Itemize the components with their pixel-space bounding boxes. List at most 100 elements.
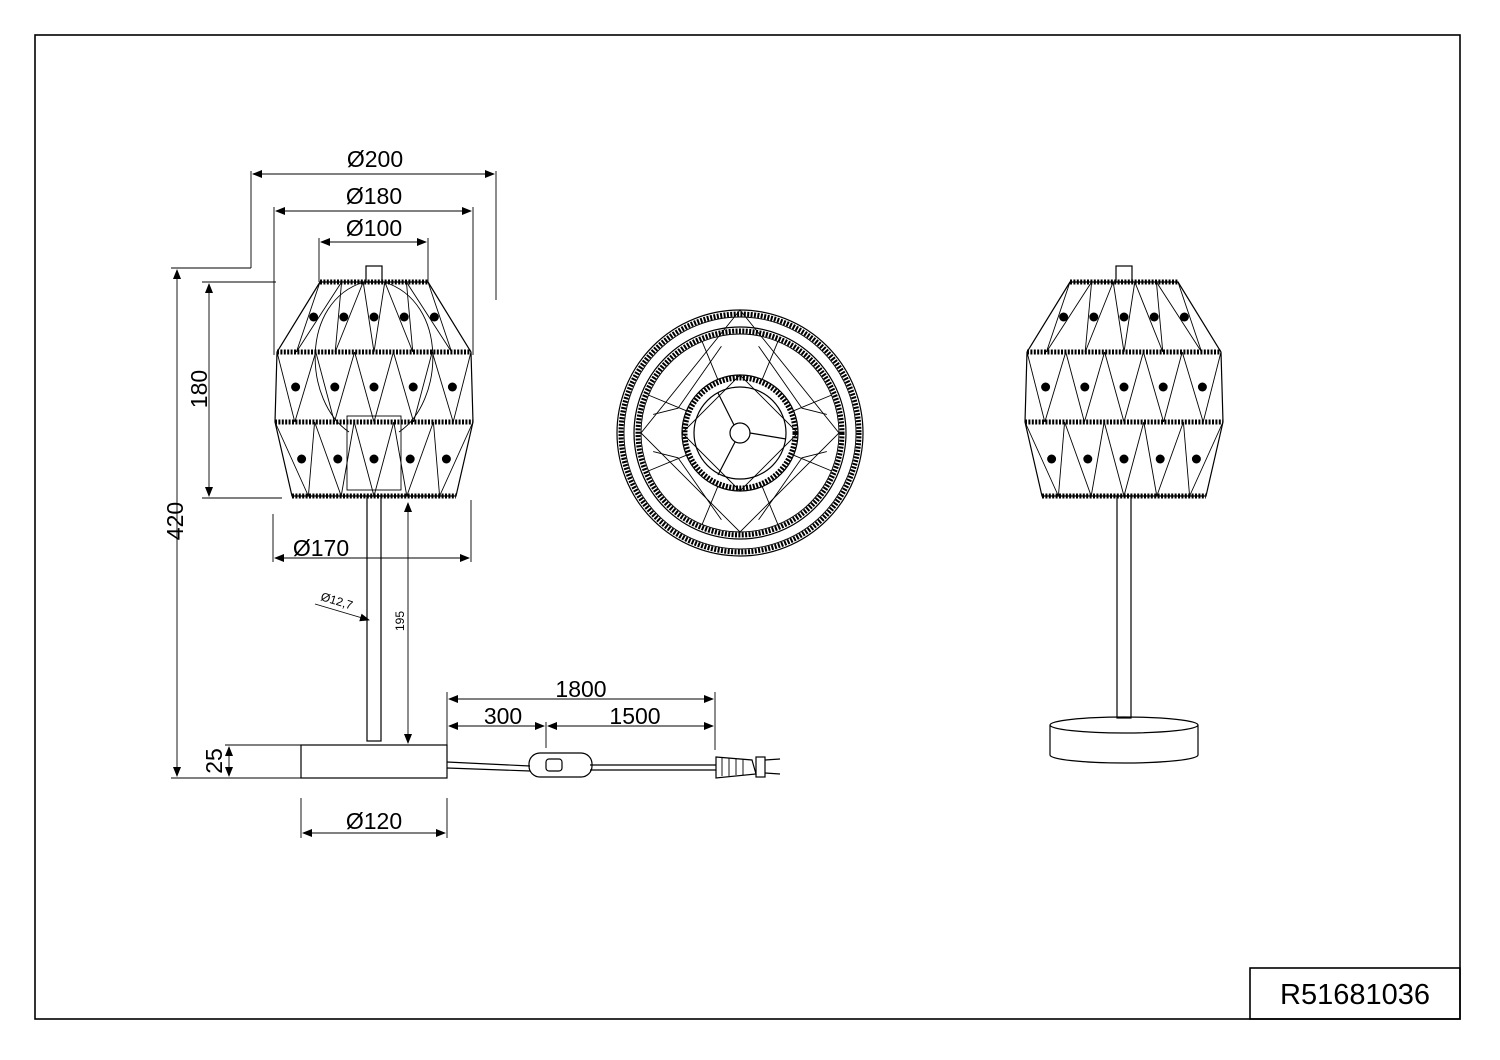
svg-text:1500: 1500 bbox=[609, 703, 660, 729]
lamp-holder bbox=[346, 415, 402, 491]
bulb-outline bbox=[383, 281, 434, 433]
lattice-wire bbox=[276, 351, 296, 423]
lattice-wire bbox=[427, 281, 453, 353]
lattice-wire bbox=[1104, 351, 1125, 423]
lattice-wire bbox=[1202, 351, 1222, 423]
crystal-bead bbox=[369, 312, 379, 322]
top-lattice bbox=[653, 451, 722, 521]
lamp-front-drawing bbox=[1024, 265, 1224, 764]
lamp-rod bbox=[1116, 495, 1132, 719]
lattice-wire bbox=[1045, 281, 1071, 353]
top-lattice bbox=[758, 345, 827, 415]
crystal-bead bbox=[447, 382, 457, 392]
lattice-wire bbox=[1189, 421, 1224, 497]
lattice-wire bbox=[340, 421, 355, 497]
crystal-bead bbox=[333, 454, 343, 464]
lattice-wire bbox=[1103, 421, 1125, 497]
top-lattice bbox=[681, 374, 799, 492]
crystal-bead bbox=[1080, 382, 1090, 392]
crystal-bead bbox=[1059, 312, 1069, 322]
lattice-wire bbox=[1057, 421, 1066, 497]
lattice-wire bbox=[439, 421, 474, 497]
lattice-wire bbox=[413, 351, 433, 423]
crystal-bead bbox=[1119, 382, 1129, 392]
top-band-mid bbox=[635, 328, 845, 538]
lattice-wire bbox=[392, 351, 415, 423]
lattice-wire bbox=[274, 421, 309, 497]
dim-base-height: 25 bbox=[201, 744, 301, 777]
top-lattice bbox=[701, 486, 719, 525]
lattice-wire bbox=[1156, 281, 1202, 353]
bulb-outline bbox=[314, 281, 365, 433]
top-lattice bbox=[701, 341, 719, 380]
crystal-bead bbox=[399, 312, 409, 322]
crystal-bead bbox=[1155, 454, 1165, 464]
top-band-inner bbox=[682, 375, 798, 491]
lattice-wire bbox=[1044, 351, 1067, 423]
svg-text:195: 195 bbox=[393, 611, 407, 631]
svg-text:180: 180 bbox=[186, 370, 212, 408]
lattice-wire bbox=[406, 281, 452, 353]
dim-shade-top: Ø100 bbox=[318, 215, 429, 282]
dim-shade-outer: Ø180 bbox=[273, 183, 474, 355]
crystal-bead bbox=[1089, 312, 1099, 322]
lattice-wire bbox=[1181, 351, 1204, 423]
lamp-base bbox=[1049, 725, 1199, 764]
lattice-wire bbox=[1026, 351, 1046, 423]
lattice-wire bbox=[1064, 421, 1092, 497]
lattice-wire bbox=[1143, 421, 1158, 497]
crystal-bead bbox=[1197, 382, 1207, 392]
dim-shade-bottom: Ø170 bbox=[272, 500, 472, 562]
svg-text:Ø12,7: Ø12,7 bbox=[319, 589, 355, 612]
crystal-bead bbox=[1119, 454, 1129, 464]
top-lattice bbox=[648, 454, 687, 472]
top-lattice bbox=[793, 394, 832, 412]
svg-text:Ø180: Ø180 bbox=[346, 183, 402, 209]
crystal-bead bbox=[1119, 312, 1129, 322]
power-cable bbox=[446, 752, 781, 779]
lattice-wire bbox=[1177, 281, 1203, 353]
crystal-bead bbox=[369, 382, 379, 392]
svg-text:25: 25 bbox=[201, 748, 227, 774]
svg-text:Ø100: Ø100 bbox=[346, 215, 402, 241]
lattice-wire bbox=[1134, 281, 1164, 353]
lattice-wire bbox=[1084, 281, 1114, 353]
lamp-base bbox=[300, 744, 448, 779]
dim-overall-height: 420 bbox=[162, 267, 301, 779]
lattice-wire bbox=[1112, 281, 1125, 353]
inline-switch bbox=[528, 752, 593, 778]
top-ring-inner2 bbox=[693, 386, 787, 480]
crystal-bead bbox=[1149, 312, 1159, 322]
lamp-base-top bbox=[1049, 716, 1199, 734]
lattice-wire bbox=[452, 351, 472, 423]
svg-text:Ø120: Ø120 bbox=[346, 808, 402, 834]
lattice-wire bbox=[384, 281, 414, 353]
svg-text:1800: 1800 bbox=[555, 676, 606, 702]
top-lattice bbox=[653, 345, 722, 415]
lattice-wire bbox=[1156, 421, 1184, 497]
top-lattice bbox=[761, 486, 779, 525]
top-lattice bbox=[793, 454, 832, 472]
crystal-bead bbox=[330, 382, 340, 392]
dim-cable: 1800 300 1500 bbox=[446, 676, 716, 766]
center-holder bbox=[729, 422, 751, 444]
top-lattice bbox=[761, 341, 779, 380]
dim-shade-top-outer: Ø200 bbox=[250, 146, 497, 300]
svg-text:300: 300 bbox=[484, 703, 522, 729]
crystal-bead bbox=[297, 454, 307, 464]
svg-text:Ø200: Ø200 bbox=[347, 146, 403, 172]
holder-arm bbox=[717, 441, 736, 476]
lattice-wire bbox=[405, 281, 414, 353]
svg-text:420: 420 bbox=[162, 502, 188, 540]
lattice-wire bbox=[1142, 351, 1165, 423]
crystal-bead bbox=[291, 382, 301, 392]
lattice-wire bbox=[1123, 351, 1144, 423]
lattice-wire bbox=[315, 351, 335, 423]
lattice-wire bbox=[314, 421, 342, 497]
lattice-wire bbox=[406, 421, 434, 497]
lattice-wire bbox=[1024, 421, 1059, 497]
crystal-bead bbox=[1158, 382, 1168, 392]
lattice-wire bbox=[296, 281, 342, 353]
lattice-wire bbox=[1083, 351, 1106, 423]
lamp-rod bbox=[366, 495, 382, 742]
